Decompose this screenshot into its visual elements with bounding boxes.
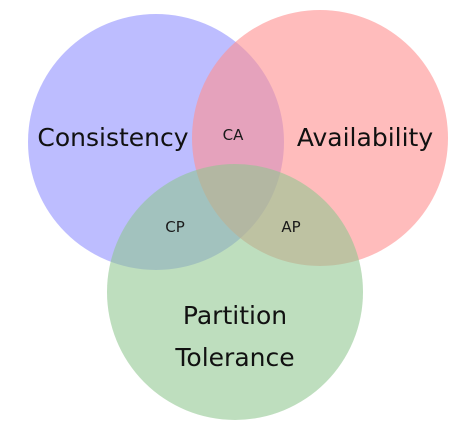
cp-region-label: CP [165, 218, 185, 236]
availability-label: Availability [297, 123, 433, 152]
partition-label-line-1: Partition [183, 301, 287, 330]
partition-tolerance-circle [107, 164, 363, 420]
ap-region-label: AP [281, 218, 300, 236]
consistency-label: Consistency [37, 123, 188, 152]
ca-region-label: CA [223, 126, 244, 144]
partition-label-line-2: Tolerance [174, 343, 294, 372]
